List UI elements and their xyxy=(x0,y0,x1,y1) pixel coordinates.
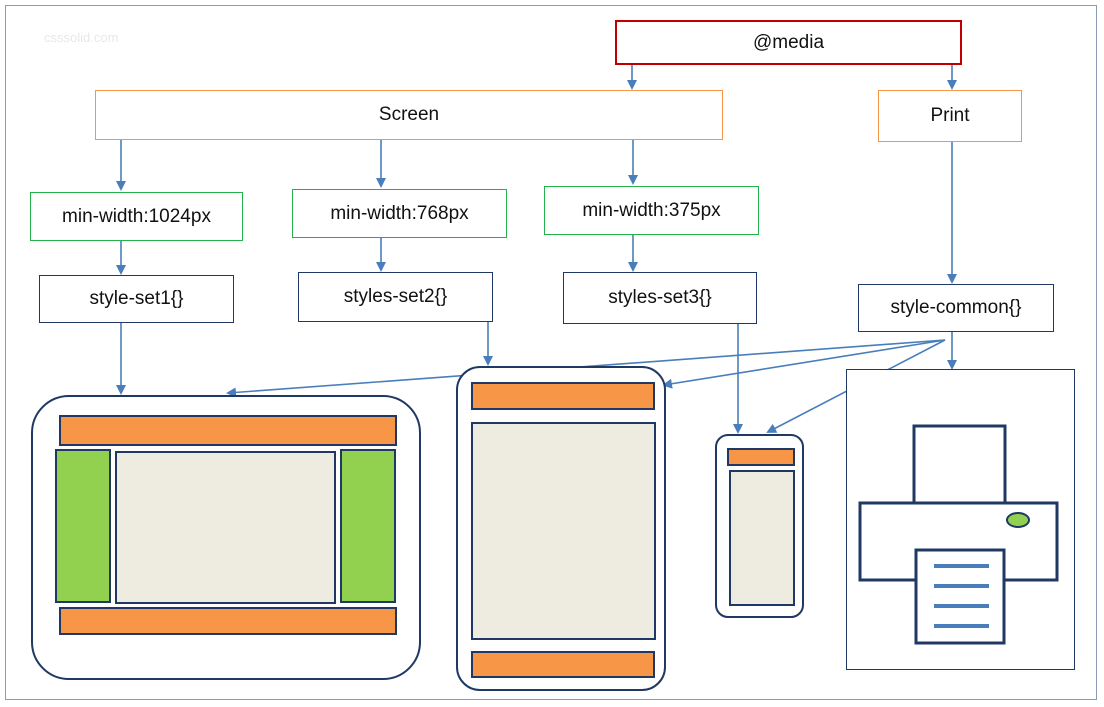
phone-device xyxy=(715,434,804,618)
arrow-common-tablet xyxy=(662,339,946,389)
media-node: @media xyxy=(615,20,962,65)
tablet-footer xyxy=(471,651,655,678)
style-set1-node: style-set1{} xyxy=(39,275,234,323)
watermark: csssolid.com xyxy=(44,30,119,45)
style-set2-node: styles-set2{} xyxy=(298,272,493,322)
desktop-header xyxy=(59,415,397,446)
tablet-content xyxy=(471,422,656,640)
style-set3-node: styles-set3{} xyxy=(563,272,757,324)
printer-icon xyxy=(858,424,1059,645)
media-query-768-node: min-width:768px xyxy=(292,189,507,238)
phone-content xyxy=(729,470,795,606)
desktop-left-sidebar xyxy=(55,449,111,603)
diagram-frame xyxy=(5,5,1097,700)
tablet-header xyxy=(471,382,655,410)
style-common-node: style-common{} xyxy=(858,284,1054,332)
desktop-device xyxy=(31,395,421,680)
tablet-device xyxy=(456,366,666,691)
desktop-content xyxy=(115,451,336,604)
print-node: Print xyxy=(878,90,1022,142)
media-query-375-node: min-width:375px xyxy=(544,186,759,235)
desktop-footer xyxy=(59,607,397,635)
printer-frame xyxy=(846,369,1075,670)
desktop-right-sidebar xyxy=(340,449,396,603)
screen-node: Screen xyxy=(95,90,723,140)
media-query-1024-node: min-width:1024px xyxy=(30,192,243,241)
phone-header xyxy=(727,448,795,466)
